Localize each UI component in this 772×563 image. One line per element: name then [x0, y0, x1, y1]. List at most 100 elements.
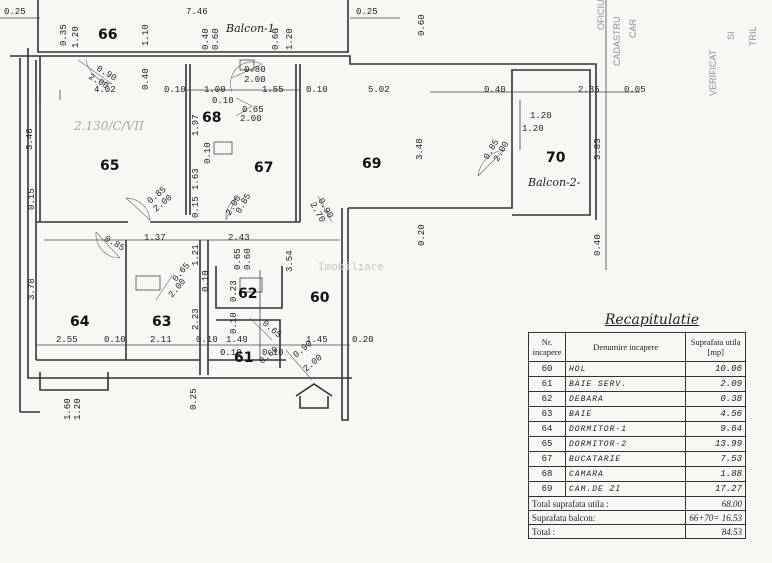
- dim: 0.10: [164, 85, 186, 95]
- room-area: 4.56: [685, 406, 746, 422]
- room-nr: 67: [528, 451, 566, 467]
- recap-table: Nr. incapere Denumire incapere Suprafata…: [527, 332, 746, 539]
- dimension-labels-vertical: 0.35 1.20 1.10 0.40 0.40 0.60 0.60 1.20 …: [25, 14, 603, 420]
- dim: 1.49: [226, 335, 248, 345]
- dim: 0.60: [271, 28, 281, 50]
- dim: 0.10: [220, 348, 242, 358]
- balcony-value: 66+70= 16.53: [685, 510, 746, 525]
- total-value: 84.53: [685, 524, 746, 539]
- room-name: DORMITOR-2: [564, 436, 687, 452]
- room-area: 9.64: [685, 421, 746, 437]
- dim: 2.00: [244, 75, 266, 85]
- room-nr: 63: [528, 406, 566, 422]
- dim: 0.60: [417, 14, 427, 36]
- room-69-label: 69: [362, 156, 381, 172]
- dim: 0.85: [103, 234, 127, 253]
- header-name: Denumire incapere: [564, 332, 687, 362]
- balcony-1-label: Balcon-1-: [225, 22, 279, 35]
- dim: 3.78: [27, 278, 37, 300]
- room-name: CAMARA: [564, 466, 687, 482]
- dim: 0.60: [243, 248, 253, 270]
- walls: [0, 0, 640, 421]
- room-61-label: 61: [234, 350, 253, 366]
- dim: 1.00: [204, 85, 226, 95]
- dim: 0.25: [356, 7, 378, 17]
- dim: 0.10: [262, 348, 284, 358]
- dim: 0.40: [484, 85, 506, 95]
- watermark-text: Imobiliare: [318, 262, 384, 274]
- dim: 1.60: [63, 398, 73, 420]
- dim: 1.21: [191, 244, 201, 266]
- recap-header-row: Nr. incapere Denumire incapere Suprafata…: [528, 332, 746, 362]
- dim: 7.46: [186, 7, 208, 17]
- dim: 0.80: [244, 65, 266, 75]
- dim: 0.10: [104, 335, 126, 345]
- dim: 0.35: [59, 24, 69, 46]
- room-70-label: 70: [546, 150, 566, 166]
- room-area: 10.06: [685, 361, 746, 377]
- room-nr: 64: [528, 421, 566, 437]
- dim: 1.20: [285, 28, 295, 50]
- door-dimension-labels: 0.90 2.00 0.85 2.00 0.85 2.00 0.90 2.70 …: [87, 64, 512, 374]
- dim: 0.40: [201, 28, 211, 50]
- dim: 0.40: [141, 68, 151, 90]
- room-area: 2.09: [685, 376, 746, 392]
- dim: 2.00: [167, 277, 189, 300]
- balcony-label-text: Suprafata balcon:: [532, 512, 596, 523]
- room-67-label: 67: [254, 160, 273, 176]
- room-area: 13.99: [685, 436, 746, 452]
- dim: 0.15: [191, 196, 201, 218]
- header-area: Suprafata utila [mp]: [685, 332, 746, 362]
- dim: 1.45: [306, 335, 328, 345]
- dim: 3.48: [415, 138, 425, 160]
- room-nr: 60: [528, 361, 566, 377]
- balcony-2-label: Balcon-2-: [527, 176, 581, 189]
- dim: 0.05: [624, 85, 646, 95]
- total-util-row: Total suprafata utila :68.00: [527, 496, 746, 511]
- total-row: Total :84.53: [527, 524, 746, 539]
- room-area: 1.88: [685, 466, 746, 482]
- room-name: DORMITOR-1: [564, 421, 687, 437]
- recap-title: Recapitulatie: [604, 312, 700, 328]
- dim: 0.15: [27, 188, 37, 210]
- dim: 0.10: [212, 96, 234, 106]
- balcony-label: Suprafata balcon:: [527, 510, 687, 525]
- room-name: DEBARA: [564, 391, 687, 407]
- fixtures: [135, 59, 263, 293]
- dim: 2.11: [150, 335, 172, 345]
- dim: 1.20: [73, 398, 83, 420]
- room-name: BUCATARIE: [564, 451, 687, 467]
- balcony-row: Suprafata balcon: 66+70= 16.53: [527, 510, 746, 525]
- dimension-labels: 7.46 0.25 0.25 4.02 0.10 1.00 1.55 0.10 …: [4, 7, 646, 358]
- room-nr: 68: [528, 466, 566, 482]
- room-area: 0.38: [685, 391, 746, 407]
- dim: 1.20: [530, 111, 552, 121]
- dim: 1.10: [141, 24, 151, 46]
- room-area: 17.27: [685, 481, 746, 497]
- room-65-label: 65: [100, 158, 119, 174]
- room-name: CAM.DE ZI: [564, 481, 687, 497]
- dim: 2.43: [228, 233, 250, 243]
- recap-panel: Recapitulatie Nr. incapere Denumire inca…: [527, 312, 746, 539]
- dim: 1.37: [144, 233, 166, 243]
- dim: 1.55: [262, 85, 284, 95]
- dim: 0.25: [189, 388, 199, 410]
- total-label: Total :: [527, 524, 687, 539]
- dim: 2.00: [240, 114, 262, 124]
- dim: 0.10: [306, 85, 328, 95]
- room-nr: 61: [528, 376, 566, 392]
- level-label: 2.130/C/VII: [73, 119, 144, 133]
- dim: 5.02: [368, 85, 390, 95]
- dim: 0.60: [211, 28, 221, 50]
- dim: 2.35: [578, 85, 600, 95]
- room-name: HOL: [564, 361, 687, 377]
- stamp-text: CADASTRU: [612, 16, 622, 66]
